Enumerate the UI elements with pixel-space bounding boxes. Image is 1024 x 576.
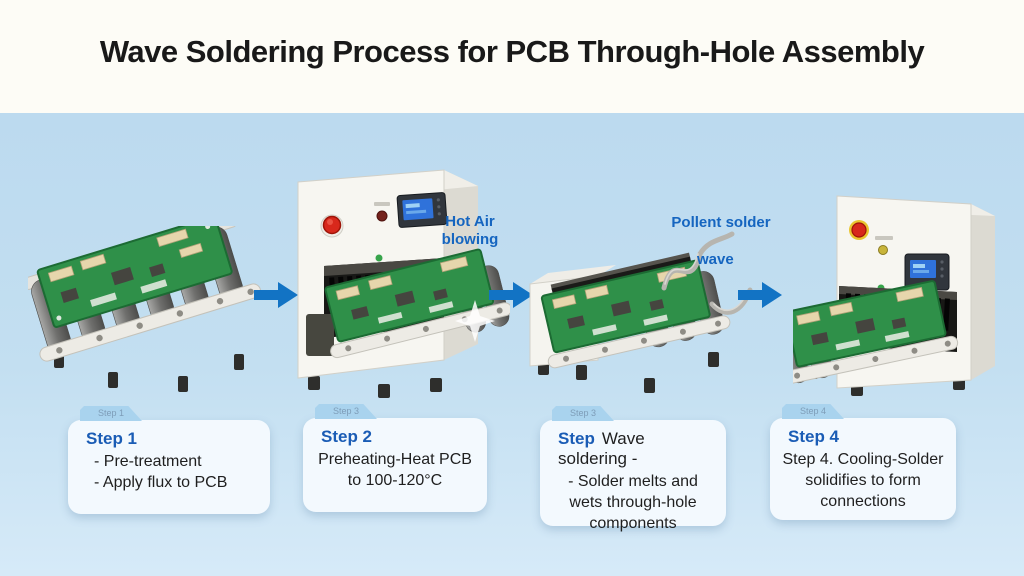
solder-wave-label-word: wave	[697, 251, 734, 268]
emergency-stop-button	[849, 220, 869, 240]
step-card-tab: Step 1	[80, 406, 142, 421]
step-1-card: Step 1 Step 1 - Pre-treatment - Apply fl…	[68, 406, 270, 514]
step-card-inline-text: Wave soldering -	[558, 429, 645, 468]
step-card-text-line: solidifies to form	[805, 472, 921, 489]
step-card-text-line: Preheating-Heat PCB	[318, 451, 472, 468]
step-2-card: Step 3 Step 2 Preheating-Heat PCB to 100…	[303, 404, 487, 512]
step-card-title: Step	[558, 429, 595, 448]
side-window	[306, 314, 334, 356]
step-card-text-line: connections	[820, 493, 906, 510]
step-card-text-line: Step 4. Cooling-Solder	[782, 451, 944, 468]
page-title: Wave Soldering Process for PCB Through-H…	[99, 34, 925, 69]
step-4-card: Step 4 Step 4 Step 4. Cooling-Solder sol…	[770, 404, 956, 520]
button-label-plate	[374, 202, 390, 206]
small-button	[878, 245, 888, 255]
opening-top-bar	[324, 258, 444, 276]
solder-wave-label: Pollent solder	[671, 214, 771, 231]
preheating-machine-illustration	[297, 169, 510, 398]
step-card-tab: Step 3	[315, 404, 377, 419]
step-card-text-line: - Pre-treatment	[94, 453, 202, 470]
emergency-stop-button	[320, 214, 344, 238]
step-card-text-line: - Apply flux to PCB	[94, 474, 228, 491]
machine-feet	[308, 376, 442, 398]
step-card-text-line: - Solder melts and	[568, 473, 698, 490]
machine-side-face	[971, 204, 995, 380]
header-band: Wave Soldering Process for PCB Through-H…	[0, 0, 1024, 113]
cooling-machine-illustration	[793, 195, 995, 396]
button-label-plate	[875, 236, 893, 240]
step-card-title: Step 2	[321, 427, 373, 446]
pretreatment-conveyor-illustration	[28, 226, 261, 392]
pcb-board	[36, 226, 233, 328]
main-illustration-area: Hot Air blowing	[0, 113, 1024, 576]
control-display	[904, 253, 950, 291]
air-puff-icon	[455, 300, 495, 342]
flow-arrow-icon	[254, 282, 298, 308]
control-display	[396, 192, 448, 228]
rail-bolts	[56, 288, 254, 354]
step-card-text-line: to 100-120°C	[347, 472, 443, 489]
flow-arrow-icon	[489, 282, 533, 308]
step-card-text-line: components	[589, 515, 677, 532]
solder-unit-top	[530, 265, 616, 284]
status-led	[375, 254, 383, 262]
conveyor-feet	[54, 352, 244, 392]
step-card-text-line: wets through-hole	[569, 494, 697, 511]
step-card-title: Step 1	[86, 429, 138, 448]
exit-conveyor-with-pcb	[793, 280, 959, 386]
step-card-tab: Step 4	[782, 404, 844, 419]
flow-arrow-icon	[738, 282, 782, 308]
hot-air-label: Hot Air blowing	[441, 213, 499, 248]
pcb-board	[324, 248, 495, 343]
pcb-board	[793, 280, 947, 368]
step-card-tab: Step 3	[552, 406, 614, 421]
step-card-title: Step 4	[788, 427, 840, 446]
conveyor-front-rail	[39, 283, 261, 362]
small-button	[376, 210, 388, 222]
